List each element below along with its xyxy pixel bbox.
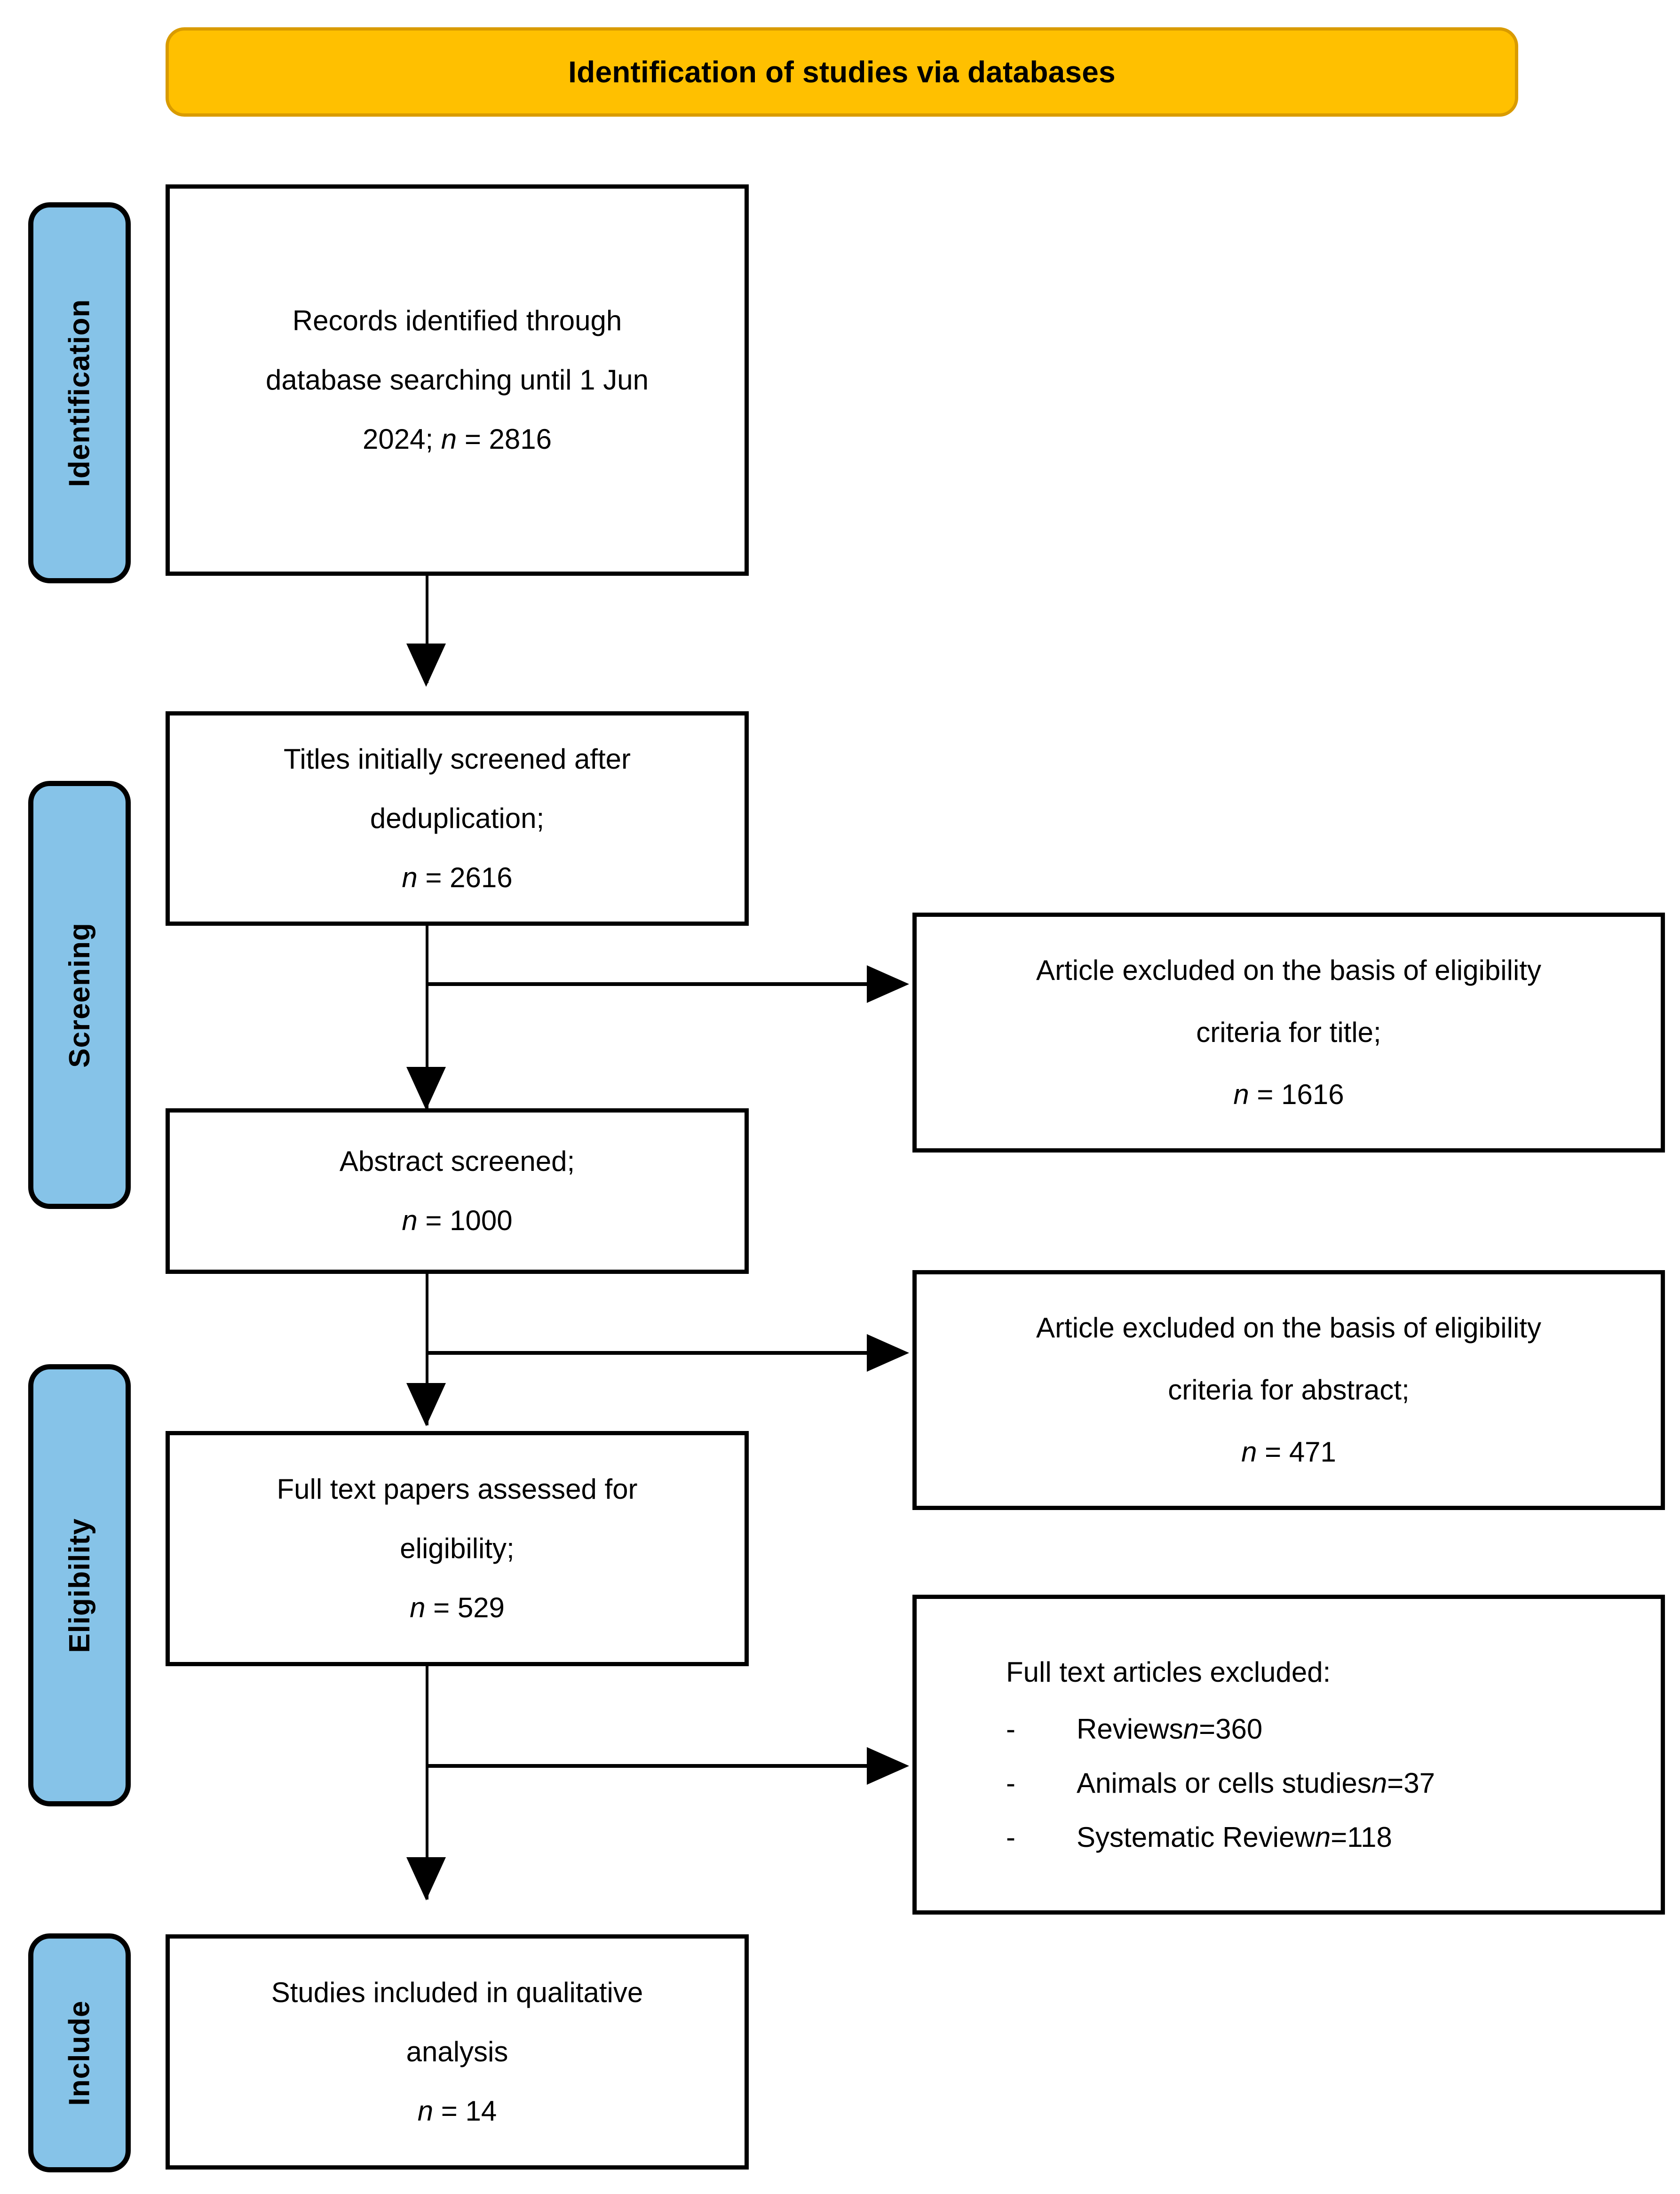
connector-line-abstract-branch: [426, 1274, 428, 1425]
box-excluded-title-line3: n = 1616: [1233, 1081, 1344, 1109]
box-studies-included-line3: n = 14: [418, 2097, 497, 2125]
box1-n-symbol: n: [441, 423, 457, 455]
box-excluded-abstract-line1: Article excluded on the basis of eligibi…: [1036, 1312, 1541, 1343]
box-excluded-abstract-line3: n = 471: [1241, 1438, 1336, 1466]
stage-label-screening-text: Screening: [63, 922, 96, 1068]
excl2-n-symbol: n: [1241, 1436, 1257, 1468]
arrowhead-titles-to-abstract: [406, 1067, 446, 1110]
box4-line3-post: = 529: [425, 1592, 505, 1623]
box-titles-screened: Titles initially screened after deduplic…: [166, 711, 749, 926]
box-titles-screened-line3: n = 2616: [402, 864, 512, 892]
box2-n-symbol: n: [402, 862, 418, 893]
box-studies-included-line2: analysis: [406, 2036, 508, 2067]
excl3-item1-post: =37: [1387, 1767, 1435, 1799]
arrowhead-abstract-to-fulltext: [406, 1383, 446, 1426]
arrowhead-identified-to-titles: [406, 644, 446, 687]
box-excluded-abstract: Article excluded on the basis of eligibi…: [912, 1270, 1665, 1510]
box5-n-symbol: n: [417, 2095, 434, 2127]
box-excluded-fulltext-title: Full text articles excluded:: [1006, 1656, 1331, 1688]
arrowhead-fulltext-to-excluded-fulltext: [867, 1747, 909, 1785]
excl3-item2-post: =118: [1331, 1821, 1392, 1853]
box-records-identified-line1: Records identified through: [292, 305, 622, 336]
stage-label-eligibility-text: Eligibility: [63, 1518, 96, 1653]
box-fulltext-assessed: Full text papers assessed for eligibilit…: [166, 1431, 749, 1666]
connector-line-abstract-to-excluded-abstract: [426, 1351, 896, 1355]
excluded-fulltext-item-animals-cells-text: Animals or cells studies: [1077, 1767, 1371, 1799]
box5-line3-post: = 14: [433, 2095, 497, 2127]
excl3-item2-n-symbol: n: [1315, 1821, 1331, 1853]
box-excluded-title-line2: criteria for title;: [1196, 1017, 1381, 1048]
excl1-line3-post: = 1616: [1249, 1079, 1344, 1110]
arrowhead-fulltext-to-included: [406, 1857, 446, 1900]
box-excluded-title-line1: Article excluded on the basis of eligibi…: [1036, 954, 1541, 986]
box-records-identified: Records identified through database sear…: [166, 184, 749, 576]
box1-line3-post: = 2816: [457, 423, 552, 455]
box-studies-included: Studies included in qualitative analysis…: [166, 1934, 749, 2170]
box-excluded-title: Article excluded on the basis of eligibi…: [912, 913, 1665, 1153]
connector-line-titles-branch: [426, 926, 428, 1109]
connector-line-fulltext-branch: [426, 1666, 428, 1900]
stage-label-include: Include: [28, 1933, 131, 2172]
box-titles-screened-line2: deduplication;: [370, 803, 545, 834]
stage-label-eligibility: Eligibility: [28, 1364, 131, 1806]
excluded-fulltext-item-reviews: - Reviews n =360: [1006, 1713, 1262, 1745]
box3-line2-post: = 1000: [417, 1205, 513, 1236]
arrowhead-abstract-to-excluded-abstract: [867, 1334, 909, 1372]
list-bullet-dash-icon: -: [1006, 1767, 1015, 1799]
stage-label-identification: Identification: [28, 202, 131, 583]
stage-label-identification-text: Identification: [63, 299, 96, 487]
list-bullet-dash-icon: -: [1006, 1821, 1015, 1853]
box2-line3-post: = 2616: [417, 862, 513, 893]
excl3-item0-n-symbol: n: [1183, 1713, 1199, 1745]
box-excluded-fulltext: Full text articles excluded: - Reviews n…: [912, 1595, 1665, 1915]
box-records-identified-line3: 2024; n = 2816: [363, 425, 552, 453]
box3-n-symbol: n: [402, 1205, 418, 1236]
arrowhead-titles-to-excluded-title: [867, 965, 909, 1003]
box-titles-screened-line1: Titles initially screened after: [283, 743, 631, 775]
box-records-identified-line2: database searching until 1 Jun: [266, 364, 649, 396]
box-fulltext-assessed-line1: Full text papers assessed for: [277, 1473, 638, 1505]
excluded-fulltext-item-systematic-review: - Systematic Review n =118: [1006, 1821, 1392, 1853]
connector-line-identified-to-titles: [426, 576, 428, 683]
banner-identification-header: Identification of studies via databases: [166, 27, 1518, 117]
box-fulltext-assessed-line3: n = 529: [410, 1594, 505, 1622]
box-fulltext-assessed-line2: eligibility;: [400, 1533, 515, 1564]
excl3-item0-post: =360: [1199, 1713, 1263, 1745]
connector-line-fulltext-to-excluded-fulltext: [426, 1764, 896, 1768]
stage-label-include-text: Include: [63, 2000, 96, 2106]
excl2-line3-post: = 471: [1257, 1436, 1336, 1468]
box-abstract-screened: Abstract screened; n = 1000: [166, 1108, 749, 1274]
box-studies-included-line1: Studies included in qualitative: [271, 1977, 643, 2008]
box-excluded-abstract-line2: criteria for abstract;: [1168, 1374, 1410, 1406]
excl3-item1-n-symbol: n: [1371, 1767, 1387, 1799]
stage-label-screening: Screening: [28, 781, 131, 1209]
box-abstract-screened-line1: Abstract screened;: [339, 1145, 575, 1177]
box4-n-symbol: n: [410, 1592, 426, 1623]
excluded-fulltext-item-systematic-review-text: Systematic Review: [1077, 1821, 1315, 1853]
banner-title: Identification of studies via databases: [568, 55, 1116, 89]
box-abstract-screened-line2: n = 1000: [402, 1207, 512, 1235]
box1-line3-pre: 2024;: [362, 423, 441, 455]
excl1-n-symbol: n: [1233, 1079, 1249, 1110]
list-bullet-dash-icon: -: [1006, 1713, 1015, 1745]
excluded-fulltext-item-reviews-text: Reviews: [1077, 1713, 1183, 1745]
excluded-fulltext-item-animals-cells: - Animals or cells studies n =37: [1006, 1767, 1435, 1799]
connector-line-titles-to-excluded-title: [426, 982, 896, 986]
